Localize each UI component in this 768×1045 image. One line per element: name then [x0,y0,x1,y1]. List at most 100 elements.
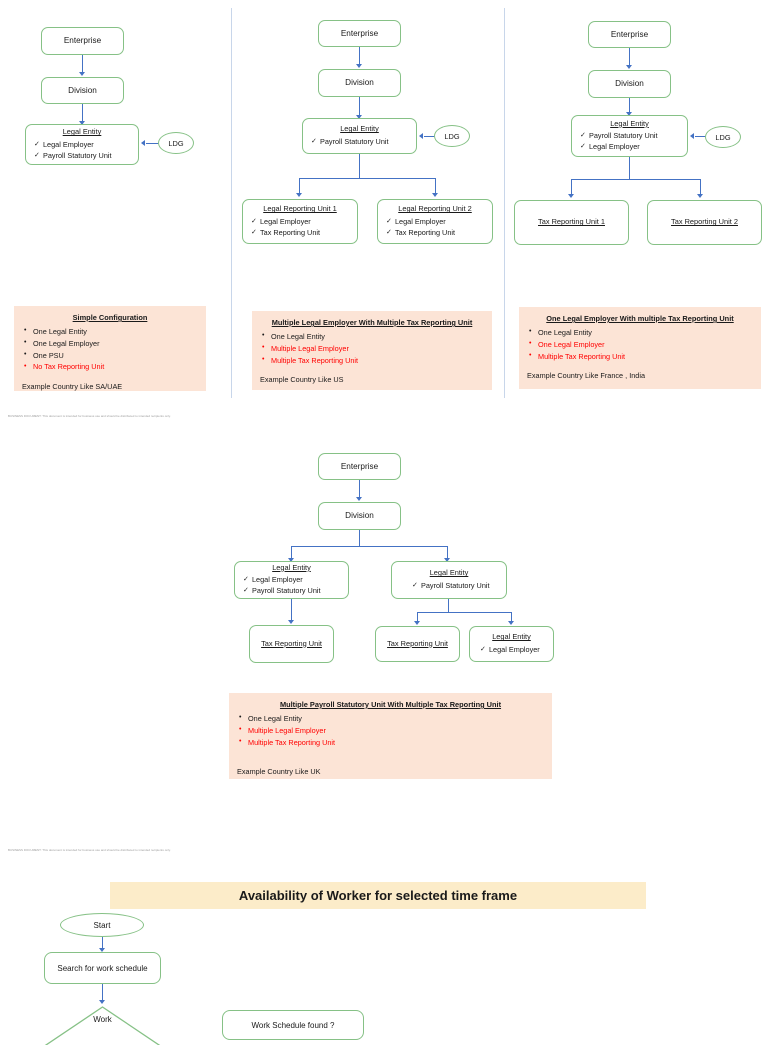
connector-division-stem-slide2 [359,530,361,546]
node-label: Enterprise [340,28,379,38]
node-tax-reporting-unit-left-slide2[interactable]: Tax Reporting Unit [249,625,334,663]
connector-division-legalentity-col1 [82,104,84,122]
legend-item: One Legal Entity [260,330,484,343]
legend-item: Multiple Legal Employer [237,724,544,737]
legend-list: One Legal Entity One Legal Employer One … [22,325,198,373]
connector-division-bar-slide2 [291,546,448,548]
node-checklist: Payroll Statutory Unit [307,137,412,148]
node-division-col1[interactable]: Division [41,77,124,104]
node-ldg-col2[interactable]: LDG [434,125,470,147]
node-label: Division [68,85,97,95]
connector-split-right-col3 [700,179,702,195]
arrow-head [414,621,420,625]
connector-split-left-col3 [571,179,573,195]
node-title: Legal Entity [62,127,102,137]
connector-le-right-right-slide2 [511,612,513,622]
column-divider-2 [504,8,506,398]
node-ldg-col1[interactable]: LDG [158,132,194,154]
connector-split-bar-col2 [299,178,436,180]
node-legal-reporting-unit-1[interactable]: Legal Reporting Unit 1 Legal Employer Ta… [242,199,358,244]
connector-enterprise-division-col3 [629,48,631,66]
arrow-head [690,133,694,139]
node-title: Legal Entity [272,562,311,572]
arrow-head [356,64,362,68]
node-label: Work Schedule found ? [251,1020,335,1030]
node-legal-reporting-unit-2[interactable]: Legal Reporting Unit 2 Legal Employer Ta… [377,199,493,244]
arrow-head [356,115,362,119]
node-checklist: Legal Employer Tax Reporting Unit [247,217,353,239]
checklist-item: Legal Employer [251,217,353,228]
checklist-item: Payroll Statutory Unit [311,137,412,148]
legend-title: Simple Configuration [72,313,148,322]
connector-start-search-slide3 [102,937,104,949]
connector-enterprise-division-col1 [82,55,84,73]
node-ldg-col3[interactable]: LDG [705,126,741,148]
node-label: Enterprise [63,36,102,46]
node-tax-reporting-unit-1[interactable]: Tax Reporting Unit 1 [514,200,629,245]
node-tax-reporting-unit-2[interactable]: Tax Reporting Unit 2 [647,200,762,245]
arrow-head [99,1000,105,1004]
node-legal-entity-col3[interactable]: Legal Entity Payroll Statutory Unit Lega… [571,115,688,157]
diamond-shape-icon [44,1006,161,1045]
node-enterprise-col3[interactable]: Enterprise [588,21,671,48]
legend-example: Example Country Like UK [237,767,321,777]
arrow-head [79,121,85,125]
checklist-item: Tax Reporting Unit [251,228,353,239]
node-label: LDG [444,131,460,141]
arrow-head [141,140,145,146]
legend-item: One PSU [22,349,198,362]
checklist-item: Payroll Statutory Unit [34,151,134,162]
legend-item: Multiple Tax Reporting Unit [260,354,484,367]
node-decision-work-slide3[interactable]: Work [44,1005,161,1045]
arrow-head [626,112,632,116]
connector-ldg-col2 [424,136,436,138]
node-legal-entity-col1[interactable]: Legal Entity Legal Employer Payroll Stat… [25,124,139,165]
legend-item: One Legal Entity [527,326,753,339]
checklist-item: Legal Employer [34,140,134,151]
node-legal-entity-left-slide2[interactable]: Legal Entity Legal Employer Payroll Stat… [234,561,349,599]
connector-search-decision-slide3 [102,984,104,1001]
arrow-head [288,558,294,562]
node-division-slide2[interactable]: Division [318,502,401,530]
node-tax-reporting-unit-mid-slide2[interactable]: Tax Reporting Unit [375,626,460,662]
node-label: Division [345,78,374,88]
connector-ldg-col1 [146,143,160,145]
connector-division-legalentity-col3 [629,98,631,113]
legend-list: One Legal Entity Multiple Legal Employer… [237,712,544,748]
node-legal-entity-leaf-slide2[interactable]: Legal Entity Legal Employer [469,626,554,662]
node-enterprise-col2[interactable]: Enterprise [318,20,401,47]
node-division-col3[interactable]: Division [588,70,671,98]
node-start-slide3[interactable]: Start [60,913,144,937]
node-enterprise-col1[interactable]: Enterprise [41,27,124,55]
node-title: Tax Reporting Unit 1 [538,217,605,227]
node-label: Start [93,920,111,930]
node-label: Enterprise [340,461,379,471]
node-enterprise-slide2[interactable]: Enterprise [318,453,401,480]
connector-le-right-bar-slide2 [417,612,512,614]
node-legal-entity-right-slide2[interactable]: Legal Entity Payroll Statutory Unit [391,561,507,599]
legend-item: One Legal Employer [527,338,753,351]
legend-simple-configuration: Simple Configuration One Legal Entity On… [14,306,206,391]
arrow-head [432,193,438,197]
connector-division-left-slide2 [291,546,293,559]
legend-item: No Tax Reporting Unit [22,361,198,373]
node-title: Legal Entity [610,118,649,128]
node-title: Legal Entity [429,568,469,578]
checklist-item: Payroll Statutory Unit [243,586,344,597]
node-checklist: Legal Employer Payroll Statutory Unit [239,575,344,597]
node-label: Division [615,79,644,89]
node-work-schedule-found-slide3[interactable]: Work Schedule found ? [222,1010,364,1040]
node-checklist: Legal Employer Tax Reporting Unit [382,217,488,239]
legend-item: Multiple Legal Employer [260,342,484,355]
legend-item: One Legal Employer [22,337,198,350]
node-title: Tax Reporting Unit [261,638,322,648]
node-title: Tax Reporting Unit 2 [671,217,738,227]
legend-item: One Legal Entity [22,325,198,338]
node-title: Legal Entity [340,124,379,134]
node-search-work-schedule-slide3[interactable]: Search for work schedule [44,952,161,984]
connector-ldg-col3 [695,136,707,138]
node-division-col2[interactable]: Division [318,69,401,97]
node-legal-entity-col2[interactable]: Legal Entity Payroll Statutory Unit [302,118,417,154]
legend-title: One Legal Employer With multiple Tax Rep… [546,314,734,323]
node-label: Search for work schedule [57,963,148,973]
